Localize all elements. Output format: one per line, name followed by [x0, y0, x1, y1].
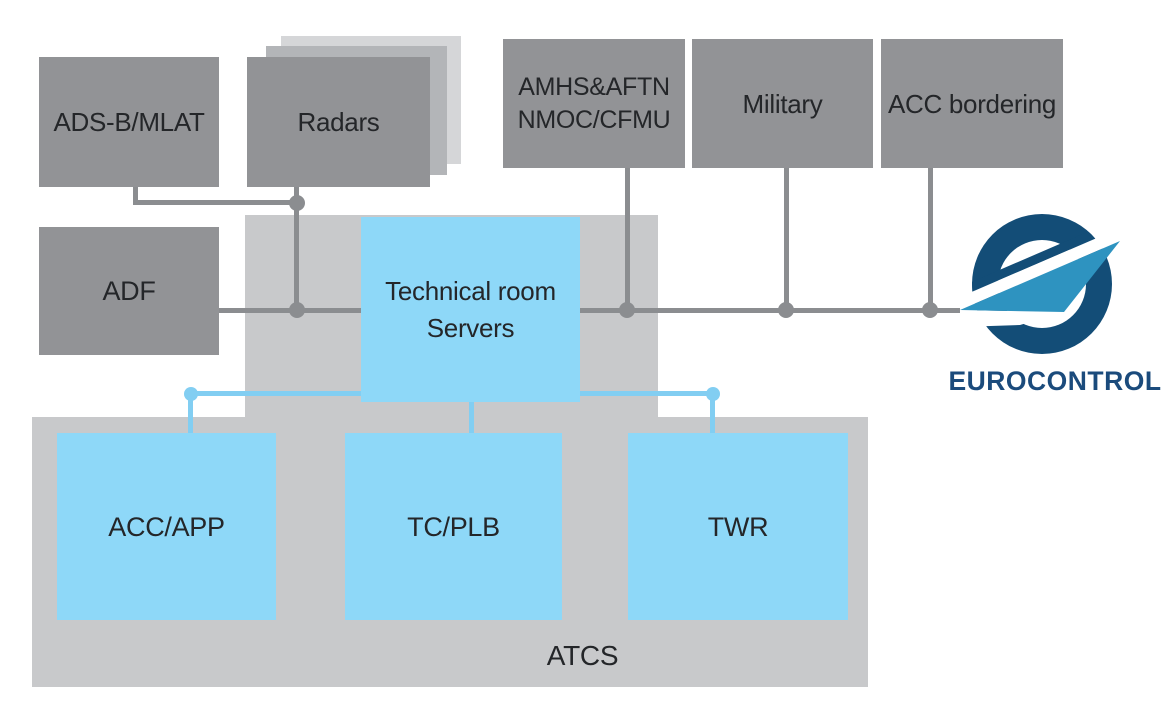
junction-dot-amhs-bus	[619, 302, 635, 318]
junction-dot-blue-right	[706, 387, 720, 401]
connector-adsb-elbow	[133, 200, 297, 205]
node-ads-b-mlat-label: ADS-B/MLAT	[53, 107, 205, 137]
logo-wordmark: EUROCONTROL	[950, 366, 1162, 396]
connector-amhs-drop	[625, 167, 630, 313]
connector-adsb-drop	[133, 186, 138, 205]
junction-dot-radars-bus	[289, 302, 305, 318]
node-tc-plb-label: TC/PLB	[407, 511, 500, 542]
connector-blue-drop-twr	[710, 393, 715, 433]
junction-dot-blue-left	[184, 387, 198, 401]
node-twr-label: TWR	[707, 511, 769, 542]
node-acc-bordering: ACC bordering	[881, 39, 1063, 168]
node-technical-room-line1: Technical room	[385, 275, 556, 306]
eurocontrol-logo: EUROCONTROL	[950, 214, 1162, 396]
node-technical-room-servers: Technical room Servers	[361, 217, 580, 402]
atcs-label-text: ATCS	[546, 640, 619, 671]
connector-radars-drop	[294, 186, 299, 312]
node-military-label: Military	[742, 88, 823, 119]
node-amhs-line1: AMHS&AFTN	[518, 72, 670, 101]
connector-blue-drop-tc-plb	[469, 399, 474, 433]
logo-white-band	[960, 228, 1120, 310]
node-ads-b-mlat: ADS-B/MLAT	[39, 57, 219, 187]
node-acc-app-label: ACC/APP	[108, 511, 225, 542]
junction-dot-military-bus	[778, 302, 794, 318]
node-acc-bordering-label: ACC bordering	[887, 88, 1057, 119]
node-twr: TWR	[628, 433, 848, 620]
node-radars-label: Radars	[297, 107, 380, 137]
junction-dot-acc-bordering-bus	[922, 302, 938, 318]
logo-white-notch	[960, 310, 1064, 327]
node-technical-room-line2: Servers	[426, 312, 515, 343]
connector-blue-drop-acc-app	[188, 393, 193, 433]
connector-acc-bordering-drop	[928, 167, 933, 313]
node-tc-plb: TC/PLB	[345, 433, 562, 620]
node-adf: ADF	[39, 227, 219, 355]
logo-swoosh	[960, 241, 1120, 312]
connector-military-drop	[784, 167, 789, 313]
node-amhs-aftn: AMHS&AFTN NMOC/CFMU	[503, 39, 685, 168]
node-adf-label: ADF	[102, 276, 156, 306]
node-acc-app: ACC/APP	[57, 433, 276, 620]
node-amhs-line2: NMOC/CFMU	[517, 105, 671, 134]
junction-dot-adsb-radars	[289, 195, 305, 211]
node-radars: Radars	[247, 57, 430, 187]
connector-main-bus	[219, 308, 960, 313]
node-military: Military	[692, 39, 873, 168]
logo-e-crossbar	[972, 218, 1112, 297]
atcs-group-label: ATCS	[0, 640, 1165, 672]
